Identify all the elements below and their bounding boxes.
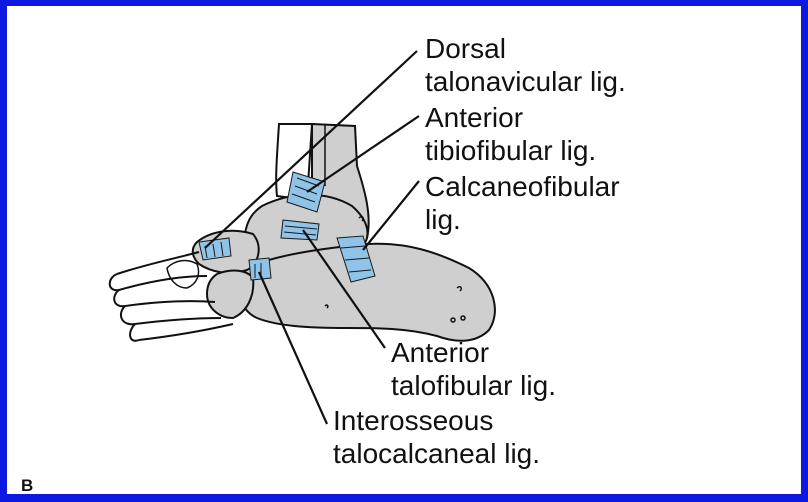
panel-letter: B xyxy=(21,476,33,494)
label-dorsal-talonavicular: Dorsal talonavicular lig. xyxy=(425,32,626,98)
label-calcaneofibular: Calcaneofibular lig. xyxy=(425,170,620,236)
label-line: talocalcaneal lig. xyxy=(333,437,540,470)
label-line: talofibular lig. xyxy=(391,369,556,402)
cuneiform-outline xyxy=(167,261,199,288)
label-interosseous-talocalcaneal: Interosseous talocalcaneal lig. xyxy=(333,404,540,470)
label-line: lig. xyxy=(425,203,620,236)
label-line: Calcaneofibular xyxy=(425,170,620,203)
label-line: Anterior xyxy=(391,336,556,369)
leader-calcaneofibular xyxy=(363,181,419,250)
label-line: talonavicular lig. xyxy=(425,65,626,98)
label-line: Dorsal xyxy=(425,32,626,65)
toe-outline xyxy=(110,274,139,341)
figure-frame: Dorsal talonavicular lig. Anterior tibio… xyxy=(7,6,801,494)
label-line: Interosseous xyxy=(333,404,540,437)
label-anterior-tibiofibular: Anterior tibiofibular lig. xyxy=(425,101,596,167)
label-anterior-talofibular: Anterior talofibular lig. xyxy=(391,336,556,402)
label-line: tibiofibular lig. xyxy=(425,134,596,167)
label-line: Anterior xyxy=(425,101,596,134)
